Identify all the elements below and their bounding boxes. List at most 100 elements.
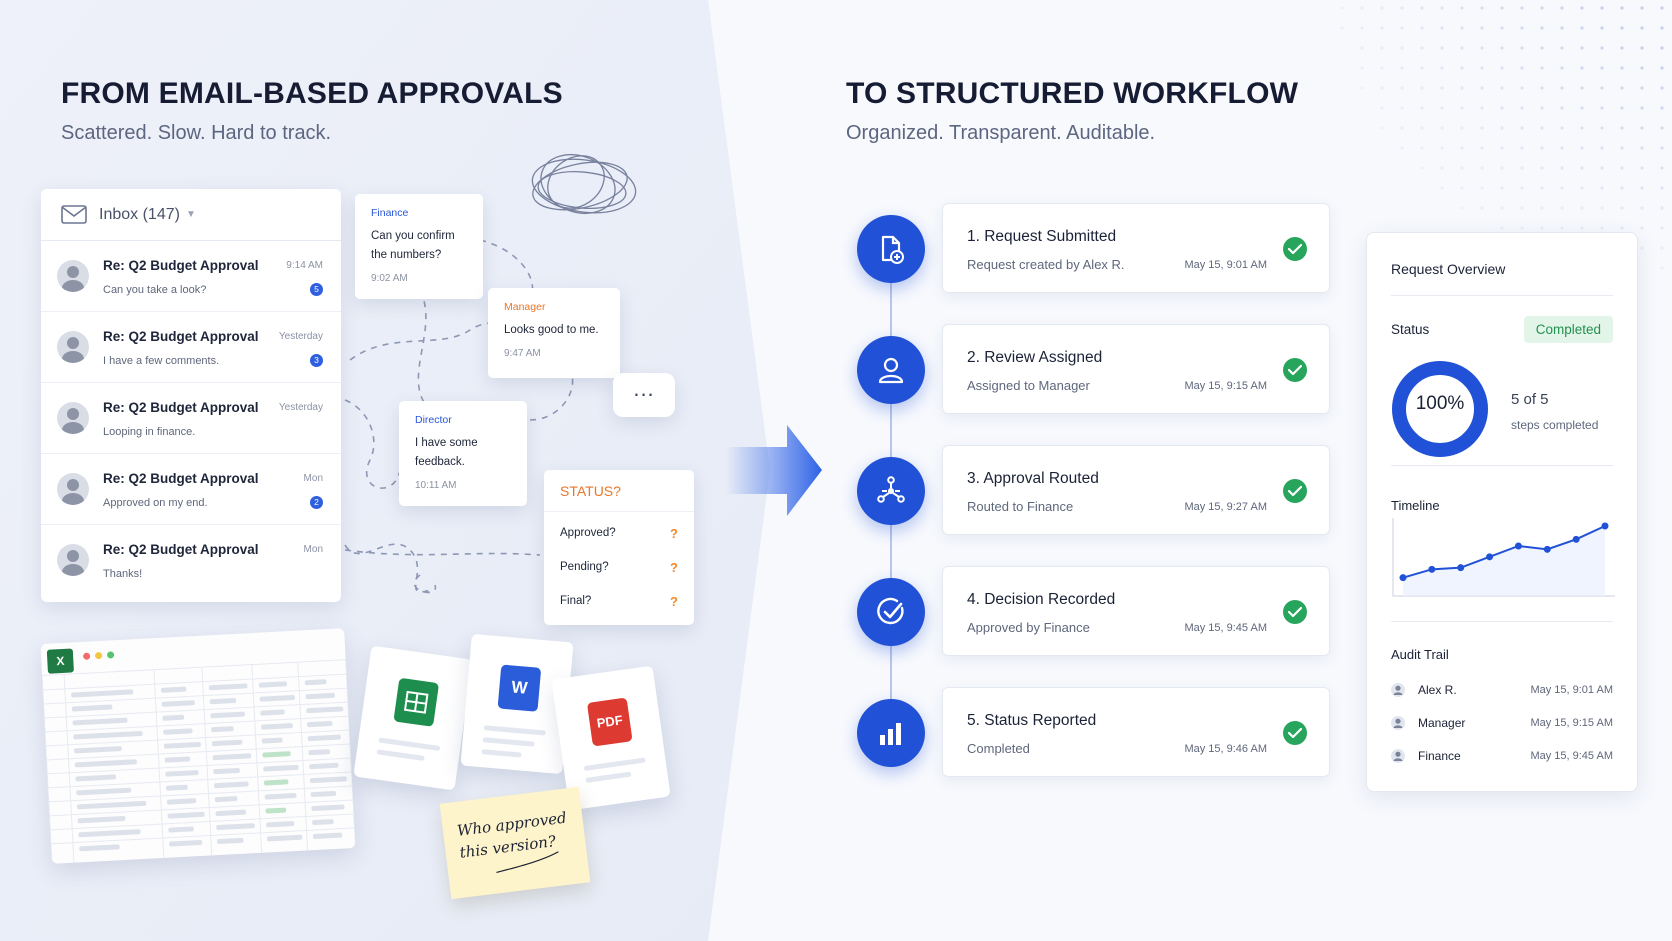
chat-time: 9:02 AM bbox=[371, 273, 408, 284]
audit-name: Alex R. bbox=[1418, 683, 1457, 697]
sheets-icon bbox=[393, 677, 440, 727]
unread-badge: 3 bbox=[310, 354, 323, 367]
sticky-note: Who approved this version? bbox=[439, 786, 591, 900]
avatar bbox=[57, 331, 89, 363]
mail-subject: Re: Q2 Budget Approval bbox=[103, 329, 259, 344]
timeline-point bbox=[1457, 564, 1465, 572]
avatar bbox=[57, 473, 89, 505]
step-description: Assigned to Manager bbox=[967, 378, 1090, 393]
spreadsheet-window: X bbox=[40, 628, 356, 864]
audit-name: Manager bbox=[1418, 716, 1466, 730]
step-description: Routed to Finance bbox=[967, 499, 1074, 514]
audit-trail-row: Alex R.May 15, 9:01 AM bbox=[1391, 681, 1613, 701]
audit-time: May 15, 9:15 AM bbox=[1530, 717, 1613, 729]
chat-card-manager: Manager Looks good to me. 9:47 AM bbox=[488, 288, 620, 378]
avatar bbox=[57, 260, 89, 292]
minimize-dot-icon bbox=[94, 651, 103, 660]
document-add-icon bbox=[857, 215, 925, 283]
user-icon bbox=[1391, 716, 1405, 730]
timeline-point bbox=[1486, 553, 1494, 561]
status-badge: Completed bbox=[1523, 316, 1613, 343]
audit-trail-label: Audit Trail bbox=[1391, 647, 1449, 662]
chat-time: 10:11 AM bbox=[415, 480, 457, 491]
check-icon bbox=[1283, 479, 1307, 503]
overview-title: Request Overview bbox=[1391, 261, 1506, 277]
question-mark-icon: ? bbox=[670, 559, 678, 575]
step-title: 4. Decision Recorded bbox=[967, 591, 1116, 608]
file-line bbox=[585, 771, 632, 783]
mail-subject: Re: Q2 Budget Approval bbox=[103, 258, 259, 273]
audit-time: May 15, 9:45 AM bbox=[1530, 750, 1613, 762]
status-row-label: Approved? bbox=[560, 527, 616, 539]
file-line bbox=[481, 749, 522, 758]
step-timestamp: May 15, 9:45 AM bbox=[1184, 622, 1267, 634]
avatar bbox=[57, 402, 89, 434]
mail-subject: Re: Q2 Budget Approval bbox=[103, 542, 259, 557]
unread-badge: 2 bbox=[310, 496, 323, 509]
right-subtitle: Organized. Transparent. Auditable. bbox=[846, 122, 1156, 144]
file-line bbox=[583, 757, 646, 772]
question-mark-icon: ? bbox=[670, 525, 678, 541]
step-timestamp: May 15, 9:01 AM bbox=[1184, 259, 1267, 271]
left-title: FROM EMAIL-BASED APPROVALS bbox=[61, 77, 563, 110]
unread-badge: 5 bbox=[310, 283, 323, 296]
timeline-area bbox=[1403, 526, 1605, 596]
underline-scribble bbox=[496, 851, 559, 874]
check-icon bbox=[1283, 721, 1307, 745]
excel-icon: X bbox=[46, 648, 74, 674]
status-row: Pending? ? bbox=[544, 550, 694, 584]
check-icon bbox=[1283, 358, 1307, 382]
chat-card-finance: Finance Can you confirm the numbers? 9:0… bbox=[355, 194, 483, 299]
dot-pattern bbox=[1340, 6, 1664, 270]
progress-percent: 100% bbox=[1415, 393, 1465, 414]
step-title: 5. Status Reported bbox=[967, 712, 1097, 729]
chat-role: Director bbox=[415, 414, 452, 426]
file-line bbox=[483, 725, 546, 736]
chevron-down-icon[interactable]: ▼ bbox=[185, 209, 196, 220]
user-icon bbox=[1391, 683, 1405, 697]
step-description: Request created by Alex R. bbox=[967, 257, 1125, 272]
bar-chart-icon bbox=[857, 699, 925, 767]
mail-preview: Thanks! bbox=[103, 568, 143, 580]
timeline-point bbox=[1514, 542, 1522, 550]
left-subtitle: Scattered. Slow. Hard to track. bbox=[61, 122, 332, 144]
pdf-icon: PDF bbox=[586, 697, 633, 747]
mail-time: Mon bbox=[303, 544, 323, 555]
status-row: Approved? ? bbox=[544, 516, 694, 550]
inbox-header[interactable]: Inbox (147) ▼ bbox=[41, 189, 341, 241]
step-description: Approved by Finance bbox=[967, 620, 1090, 635]
divider bbox=[1391, 465, 1613, 466]
chat-role: Finance bbox=[371, 207, 409, 219]
spreadsheet-grid bbox=[42, 660, 356, 864]
mail-time: Yesterday bbox=[278, 331, 323, 342]
timeline-point bbox=[1543, 545, 1551, 553]
status-title: STATUS? bbox=[544, 470, 694, 512]
timeline-chart bbox=[1392, 518, 1615, 597]
inbox-label: Inbox (147) bbox=[99, 205, 180, 223]
step-title: 2. Review Assigned bbox=[967, 349, 1103, 366]
question-mark-icon: ? bbox=[670, 593, 678, 609]
step-title: 3. Approval Routed bbox=[967, 470, 1099, 487]
timeline-point bbox=[1428, 565, 1436, 573]
mail-subject: Re: Q2 Budget Approval bbox=[103, 471, 259, 486]
mail-preview: Approved on my end. bbox=[103, 497, 208, 509]
file-line bbox=[378, 737, 441, 752]
word-icon: W bbox=[497, 664, 542, 712]
check-circle-icon bbox=[857, 578, 925, 646]
mail-time: 9:14 AM bbox=[286, 260, 323, 271]
chat-role: Manager bbox=[504, 301, 546, 313]
steps-subtitle: steps completed bbox=[1511, 418, 1599, 432]
divider bbox=[1391, 621, 1613, 622]
timeline-label: Timeline bbox=[1391, 498, 1440, 513]
